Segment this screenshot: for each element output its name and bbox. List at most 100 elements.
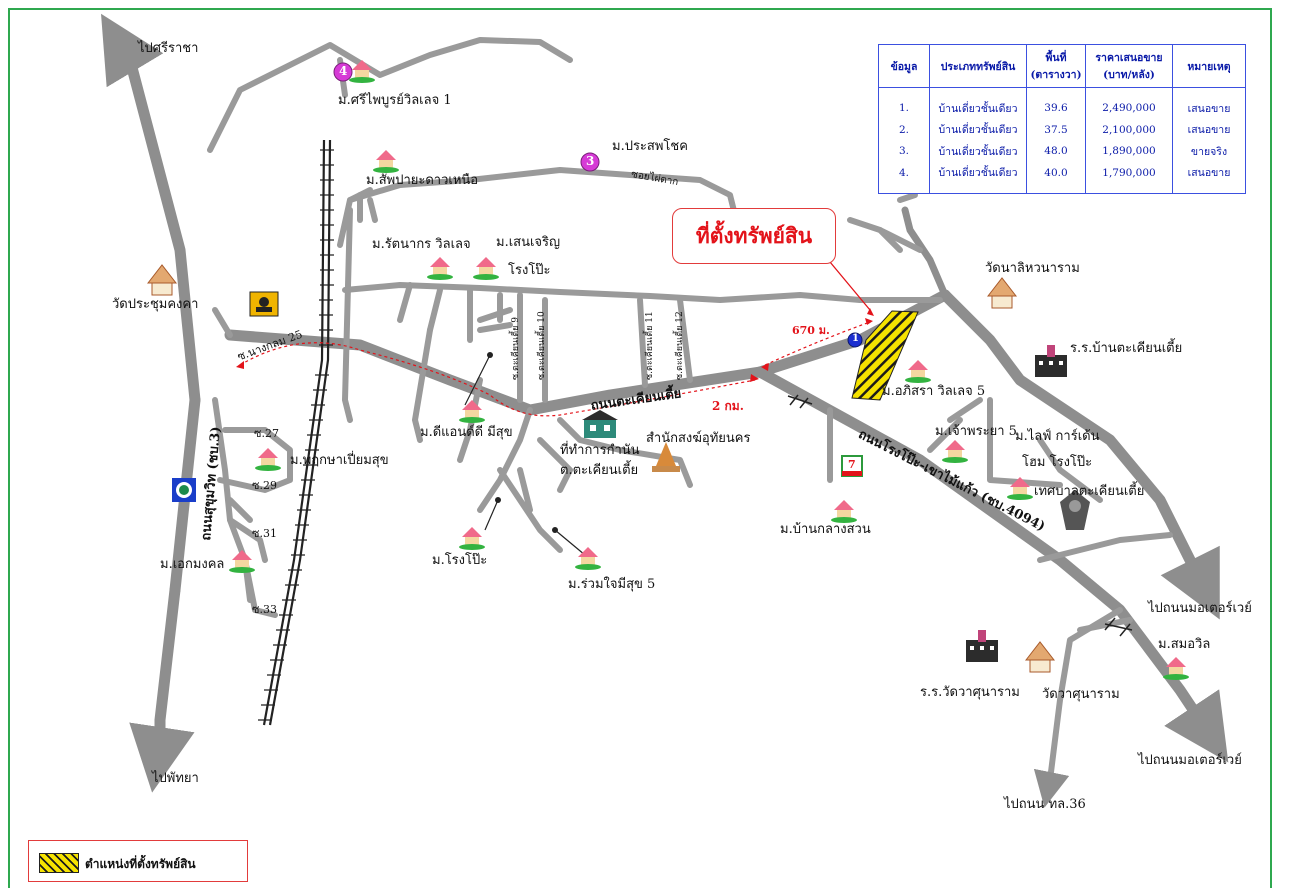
label-soi-b: ซ.ตะเคียนเตี้ย 10 [537,311,547,380]
table-cell: 2,100,000 [1085,119,1173,141]
table-cell: 1,890,000 [1085,140,1173,162]
label-rongpo-village: ม.โรงโป๊ะ [432,553,488,568]
label-monks-office: สำนักสงฆ์อุทัยนคร [646,431,751,446]
label-to-sriracha: ไปศรีราชา [138,41,199,56]
table-cell: บ้านเดี่ยวชั้นเดียว [929,119,1027,141]
school-icons [966,345,1067,662]
table-cell: เสนอขาย [1187,102,1231,115]
label-lifegarden: ม.ไลฟ์ การ์เด้น [1015,429,1100,444]
table-row: 2. บ้านเดี่ยวชั้นเดียว 37.5 2,100,000 เส… [879,119,1245,141]
label-soi-d: ซ.ตะเคียนเตี้ย 12 [675,311,685,380]
label-soi-29: ซ.29 [252,479,277,492]
tambon-office-icon [582,410,618,438]
label-chaophraya: ม.เจ้าพระยา 5 [935,424,1017,439]
police-box-icon [249,291,279,317]
label-wat-nalihawanaram: วัดนาลิหวนาราม [985,261,1080,276]
legend-label: ตำแหน่งที่ตั้งทรัพย์สิน [85,857,196,871]
seven-eleven-number: 7 [848,458,856,471]
table-header: พื้นที่ (ตารางวา) [1026,45,1086,88]
seven-eleven-icon [841,455,863,477]
label-amphisara: ม.อภิสรา วิลเลจ 5 [882,384,986,399]
table-cell: 2,490,000 [1085,97,1173,120]
label-to-motorway-1: ไปถนนมอเตอร์เวย์ [1148,601,1252,616]
label-to-motorway-2: ไปถนนมอเตอร์เวย์ [1138,753,1242,768]
table-cell: 3. [879,140,930,162]
marker-4: 4 [339,64,348,78]
comparables-table: ข้อมูล ประเภททรัพย์สิน พื้นที่ (ตารางวา)… [878,44,1246,194]
label-aekmongkol: ม.เอกมงคล [160,557,225,572]
label-tambon-office: ที่ทำการกำนัน [560,443,640,458]
table-cell: 37.5 [1026,119,1086,141]
label-prasapchok: ม.ประสพโชค [612,139,688,154]
property-location-callout: ที่ตั้งทรัพย์สิน [672,208,836,264]
table-cell: 1,790,000 [1085,161,1173,184]
table-header: ราคาเสนอขาย (บาท/หลัง) [1085,45,1173,88]
label-soi-31: ซ.31 [252,527,277,540]
label-sriphai: ม.ศรีไพบูรย์วิลเลจ 1 [338,93,452,108]
railway [258,139,334,726]
comparable-markers [333,62,863,348]
distance-arcs [239,321,871,417]
leader-dots [487,352,558,533]
table-cell: ขายจริง [1190,145,1228,158]
road-sukhumvit [101,13,201,793]
marker-1: 1 [852,333,859,344]
village-house-icons [229,60,1189,680]
monk-office-icon [652,442,680,472]
leader-lines [464,354,586,556]
table-header: ข้อมูล [879,45,930,88]
table-cell: เสนอขาย [1187,167,1231,180]
label-soi-c: ซ.ตะเคียนเตี้ย 11 [645,311,655,380]
map-frame [8,8,1272,888]
table-row: 1. บ้านเดี่ยวชั้นเดียว 39.6 2,490,000 เส… [879,97,1245,120]
legend-hatch-swatch [39,853,79,873]
label-to-route36: ไปถนน ทล.36 [1004,797,1086,812]
label-lifegarden-2: โฮม โรงโป๊ะ [1022,455,1093,470]
table-cell: บ้านเดี่ยวชั้นเดียว [929,97,1027,120]
label-ban-klangsuan: ม.บ้านกลางสวน [780,522,871,537]
table-cell: 48.0 [1026,140,1086,162]
label-sapphaya: ม.สัพปายะดาวเหนือ [366,173,479,188]
temple-icons [146,264,1056,673]
label-soi-a: ซ.ตะเคียนเตี้ย 9 [511,317,521,380]
table-header: หมายเหตุ [1172,45,1245,88]
table-cell: บ้านเดี่ยวชั้นเดียว [929,161,1027,184]
callout-pointer-head [867,308,874,316]
table-cell: 1. [879,97,930,120]
label-rr-watwa: ร.ร.วัดวาศุนาราม [920,685,1020,700]
table-cell: 2. [879,119,930,141]
label-soi-27: ซ.27 [254,427,279,440]
label-ratnakorn: ม.รัตนากร วิลเลจ [372,237,471,252]
roads-secondary [207,37,1173,808]
table-cell: บ้านเดี่ยวชั้นเดียว [929,140,1027,162]
table-cell: 39.6 [1026,97,1086,120]
marker-3: 3 [586,154,595,168]
distance-670m: 670 ม. [792,324,830,337]
property-parcel [851,310,919,401]
table-cell: 4. [879,161,930,184]
label-ruamjai: ม.ร่วมใจมีสุข 5 [568,577,656,592]
municipality-emblem-icon [1060,490,1090,530]
label-municipality: เทศบาลตะเคียนเตี้ย [1034,484,1145,499]
map-legend: ตำแหน่งที่ตั้งทรัพย์สิน [28,840,248,882]
label-to-pattaya: ไปพัทยา [152,771,199,786]
gas-station-icon [172,478,196,502]
table-row: 4. บ้านเดี่ยวชั้นเดียว 40.0 1,790,000 เส… [879,161,1245,184]
label-rr-takhian: ร.ร.บ้านตะเคียนเตี้ย [1070,341,1183,356]
label-somwila: ม.สมอวิล [1158,637,1211,652]
callout-pointer [829,261,871,311]
label-tambon-office-2: ต.ตะเคียนเตี้ย [560,463,639,478]
label-phruksa: ม.พฤกษาเปี่ยมสุข [290,453,389,468]
misc-icons [172,291,1090,530]
label-soi-33: ซ.33 [252,603,277,616]
table-cell: เสนอขาย [1187,124,1231,137]
table-cell: 40.0 [1026,161,1086,184]
label-rongpo: โรงโป๊ะ [508,263,551,278]
label-saencharoen: ม.เสนเจริญ [496,235,561,250]
distance-2km: 2 กม. [712,399,744,413]
table-row: 3. บ้านเดี่ยวชั้นเดียว 48.0 1,890,000 ขา… [879,140,1245,162]
label-wat-prachum: วัดประชุมคงคา [112,297,199,312]
label-wat-wa: วัดวาศุนาราม [1042,687,1120,702]
label-dienfandee: ม.ดีแอนด์ดี มีสุข [420,425,513,440]
